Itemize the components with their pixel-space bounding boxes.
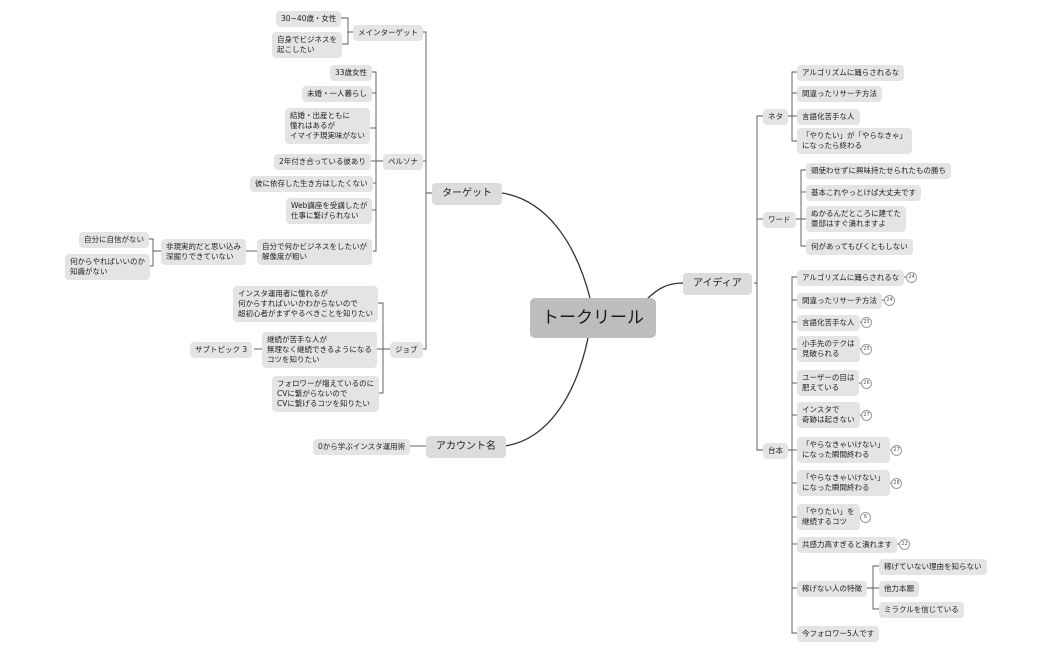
- script-item[interactable]: アルゴリズムに踊らされるな: [797, 270, 905, 286]
- persona-item[interactable]: 結婚・出産ともに 憧れはあるが イマイチ現実味がない: [285, 108, 370, 144]
- central-topic[interactable]: トークリール: [530, 298, 656, 338]
- branch-account[interactable]: アカウント名: [426, 436, 506, 458]
- persona-item[interactable]: 未婚・一人暮らし: [302, 86, 372, 102]
- branch-target[interactable]: ターゲット: [432, 183, 502, 205]
- main-target-label[interactable]: メインターゲット: [353, 25, 423, 41]
- persona-subtopic[interactable]: 非現実的だと思い込み 深掘りできていない: [161, 239, 246, 265]
- script-item[interactable]: ユーザーの目は 肥えている: [797, 370, 860, 396]
- count-badge: 24: [884, 295, 895, 306]
- neta-item[interactable]: 間違ったリサーチ方法: [797, 86, 882, 102]
- neta-item[interactable]: 「やりたい」が「やらなきゃ」 になったら終わる: [797, 128, 912, 154]
- persona-item[interactable]: 彼に依存した生き方はしたくない: [250, 176, 373, 192]
- script-item[interactable]: 小手先のテクは 見破られる: [797, 336, 860, 362]
- word-item[interactable]: 何があってもびくともしない: [806, 239, 913, 255]
- branch-idea[interactable]: アイディア: [683, 273, 752, 295]
- neta-item[interactable]: 言語化苦手な人: [797, 109, 860, 125]
- job-item[interactable]: インスタ運用者に憧れるが 何からすればいいかわからないので 超初心者がまずやるべ…: [233, 286, 378, 322]
- script-item-last[interactable]: 今フォロワー5人です: [797, 626, 880, 642]
- word-item[interactable]: ぬかるんだところに建てた 豪邸はすぐ潰れますよ: [806, 206, 906, 232]
- script-label[interactable]: 台本: [763, 443, 788, 459]
- main-target-goal[interactable]: 自身でビジネスを 起こしたい: [272, 32, 342, 58]
- persona-item[interactable]: 2年付き合っている彼あり: [274, 154, 371, 170]
- script-item[interactable]: インスタで 奇跡は起きない: [797, 402, 860, 428]
- persona-item[interactable]: 自分で何かビジネスをしたいが 解像度が粗い: [257, 239, 372, 265]
- job-item[interactable]: 継続が苦手な人が 無理なく継続できるようになる コツを知りたい: [262, 332, 377, 368]
- word-label[interactable]: ワード: [763, 212, 796, 228]
- count-badge: 24: [906, 272, 917, 283]
- count-badge: 6: [860, 512, 871, 523]
- persona-item[interactable]: 33歳女性: [330, 65, 373, 81]
- account-item[interactable]: 0から学ぶインスタ運用術: [313, 439, 411, 455]
- count-badge: 27: [891, 445, 902, 456]
- count-badge: 28: [891, 478, 902, 489]
- job-label[interactable]: ジョブ: [390, 342, 423, 358]
- count-badge: 26: [861, 378, 872, 389]
- word-item[interactable]: 基本これやっとけば大丈夫です: [806, 185, 921, 201]
- script-item[interactable]: 間違ったリサーチ方法: [797, 293, 882, 309]
- script-item[interactable]: 「やりたい」を 継続するコツ: [797, 504, 860, 530]
- script-item[interactable]: 言語化苦手な人: [797, 315, 860, 331]
- count-badge: 22: [899, 539, 910, 550]
- script-item[interactable]: 「やらなきゃいけない」 になった瞬間終わる: [797, 437, 890, 463]
- persona-item[interactable]: Web講座を受講したが 仕事に繋げられない: [286, 198, 373, 224]
- job-item[interactable]: フォロワーが増えているのに CVに繋がらないので CVに繋げるコツを知りたい: [272, 376, 380, 412]
- script-item[interactable]: 共感力高すぎると潰れます: [797, 537, 897, 553]
- count-badge: 27: [861, 410, 872, 421]
- word-item[interactable]: 頭使わせずに興味持たせられたもの勝ち: [806, 163, 951, 179]
- nonearners-item[interactable]: 他力本願: [879, 581, 919, 597]
- job-subtopic[interactable]: サブトピック 3: [190, 342, 253, 358]
- neta-item[interactable]: アルゴリズムに踊らされるな: [797, 65, 905, 81]
- count-badge: 25: [861, 317, 872, 328]
- nonearners-item[interactable]: ミラクルを信じている: [879, 602, 964, 618]
- neta-label[interactable]: ネタ: [763, 109, 788, 125]
- persona-subtopic-item[interactable]: 何からやればいいのか 知識がない: [65, 254, 150, 280]
- count-badge: 25: [861, 344, 872, 355]
- nonearners-label[interactable]: 稼げない人の特徴: [797, 581, 867, 597]
- nonearners-item[interactable]: 稼げていない理由を知らない: [879, 559, 987, 575]
- main-target-age[interactable]: 30~40歳・女性: [276, 11, 342, 27]
- persona-label[interactable]: ペルソナ: [383, 154, 423, 170]
- persona-subtopic-item[interactable]: 自分に自信がない: [79, 232, 149, 248]
- script-item[interactable]: 「やらなきゃいけない」 になった瞬間終わる: [797, 470, 890, 496]
